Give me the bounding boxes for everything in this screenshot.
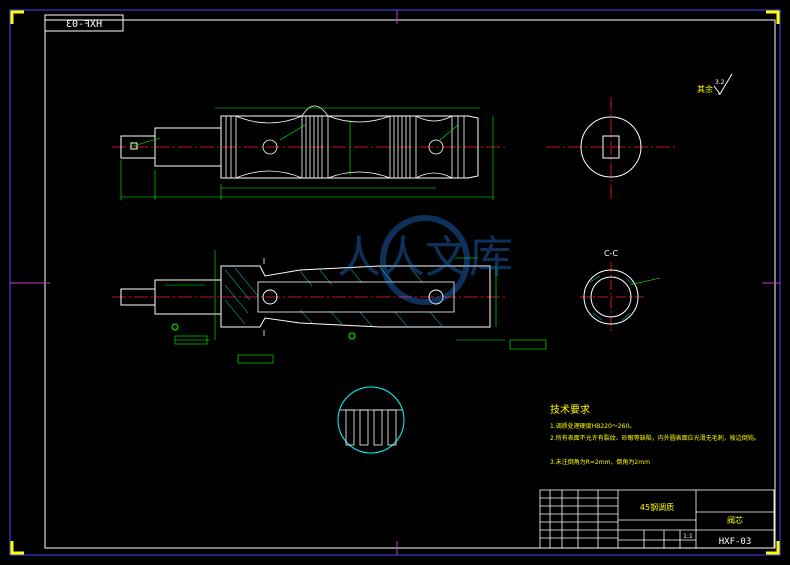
- tech-requirements: 技术要求 1.调质处理硬度HB220～260。 2.所有表面不允许有裂纹、砂眼等…: [550, 403, 760, 466]
- roughness-symbol: 其余 3.2: [697, 73, 733, 95]
- title-block-part-name: 阀芯: [727, 515, 743, 525]
- title-block-scale: 1:1: [683, 533, 693, 540]
- tech-requirement-1: 1.调质处理硬度HB220～260。: [550, 422, 635, 430]
- title-block: [539, 489, 775, 549]
- main-view: [112, 105, 505, 200]
- tech-requirements-title: 技术要求: [550, 403, 590, 416]
- end-view: [546, 97, 676, 202]
- section-c-c: C-C: [580, 249, 661, 332]
- corner-brackets: [10, 10, 780, 555]
- roughness-note: 其余: [697, 84, 713, 94]
- mirrored-code-box: HXF-03: [44, 14, 124, 32]
- title-block-material: 45钢调质: [640, 502, 674, 512]
- tech-requirement-3: 3.未注倒角为R=2mm，倒角为2mm: [550, 458, 650, 466]
- crosshair-markers: [10, 10, 780, 555]
- watermark-text: 人人文库: [337, 232, 513, 283]
- section-view: [112, 250, 547, 364]
- tech-requirement-2: 2.所有表面不允许有裂纹、砂眼等缺陷，内外圆表面应光滑无毛刺，棱边倒钝。: [550, 434, 760, 442]
- section-label: C-C: [604, 249, 618, 258]
- roughness-value: 3.2: [715, 79, 725, 86]
- detail-view: [337, 386, 405, 454]
- title-block-drawing-no: HXF-03: [719, 537, 752, 547]
- sheet-inner-frame: [44, 19, 776, 549]
- watermark: 人人文库: [337, 215, 513, 305]
- mirrored-code-text: HXF-03: [66, 19, 102, 30]
